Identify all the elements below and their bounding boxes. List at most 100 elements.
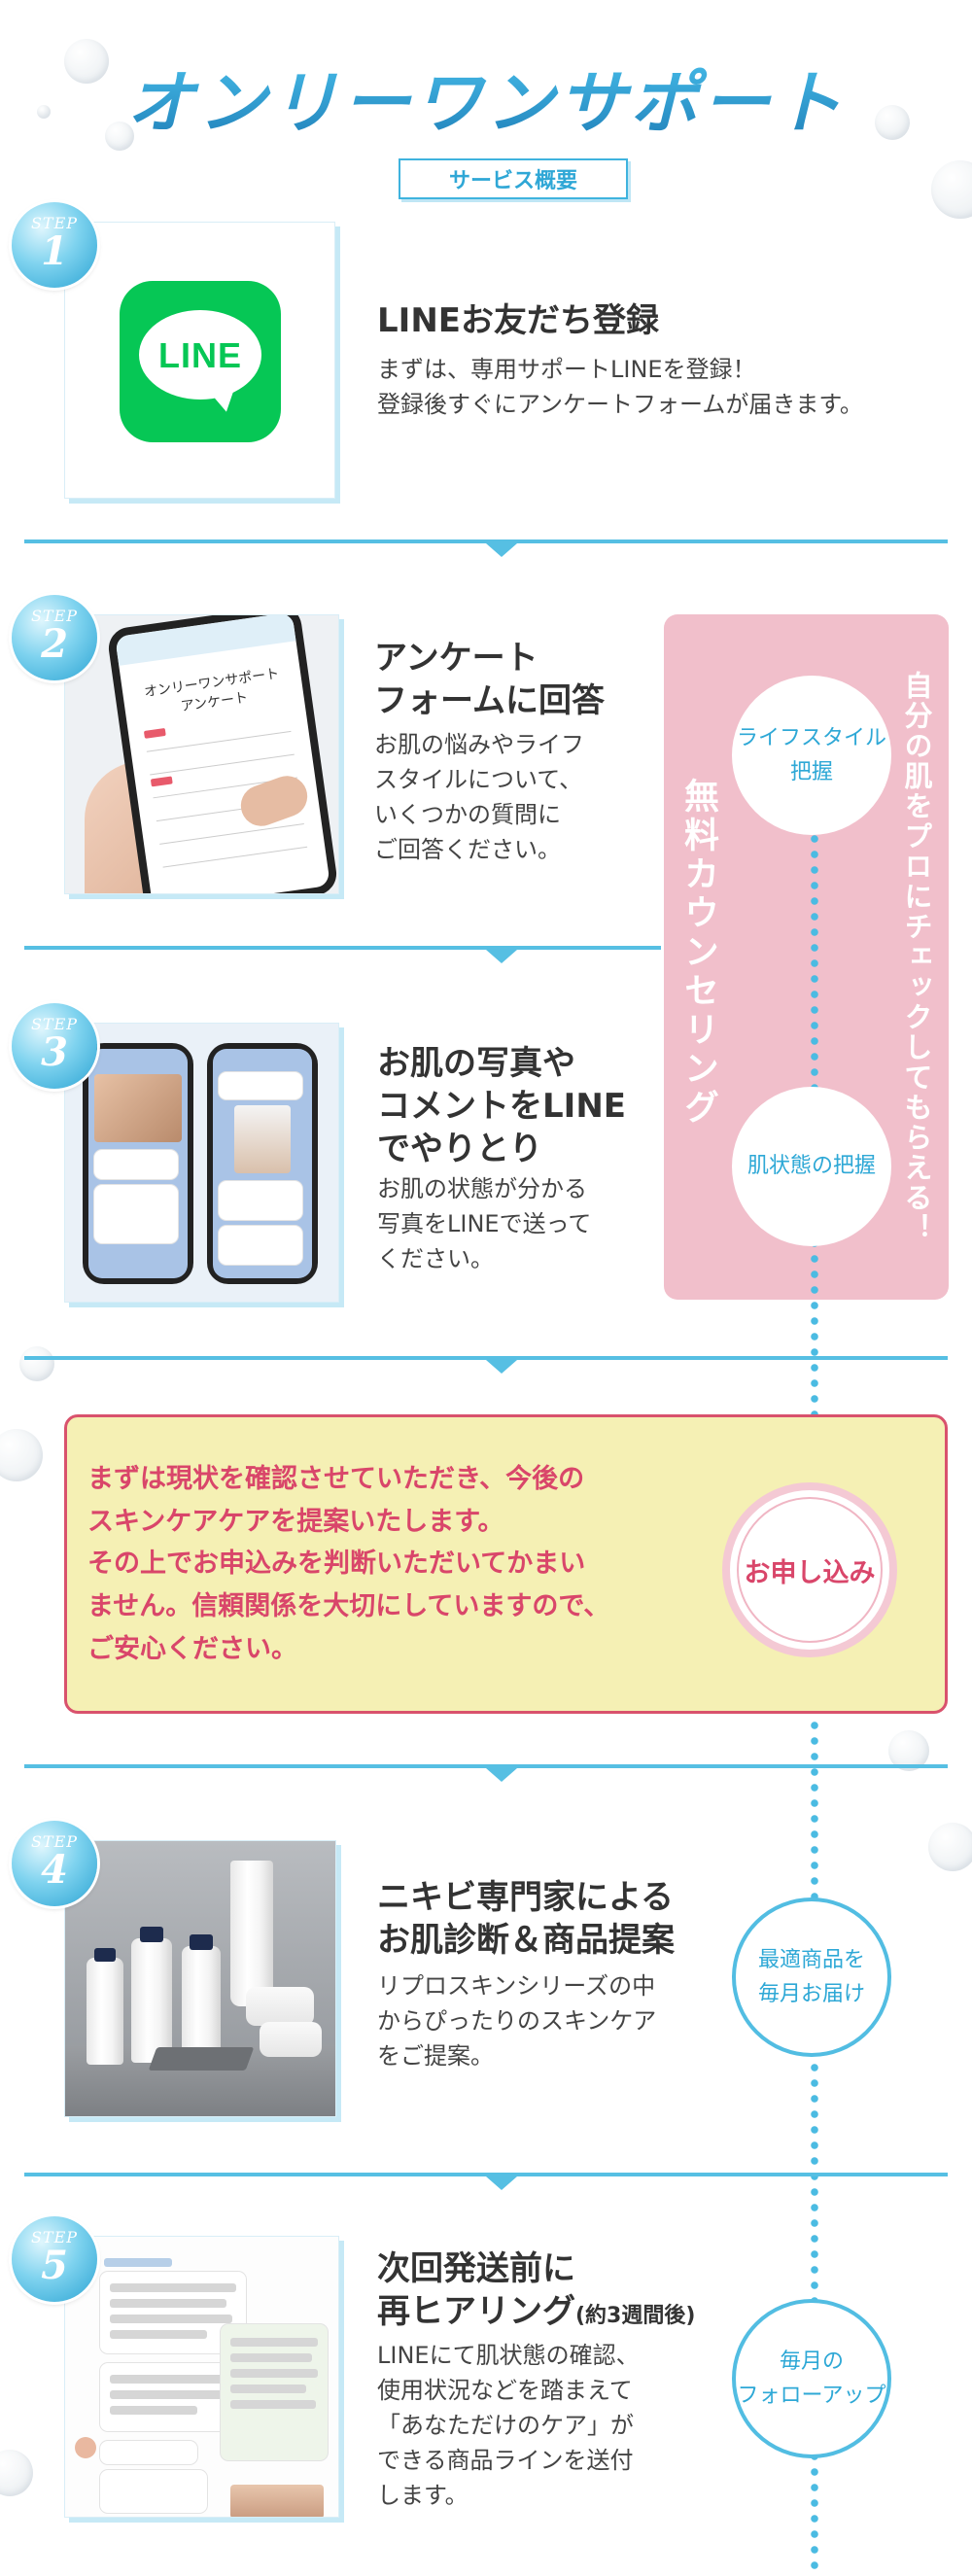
lifestyle-circle-line: ライフスタイル (736, 725, 886, 750)
water-drop-decoration (64, 39, 109, 84)
step3-description: お肌の状態が分かる 写真をLINEで送って ください。 (377, 1171, 591, 1276)
step4-badge: STEP 4 (12, 1821, 97, 1906)
step5-description: LINEにて肌状態の確認、 使用状況などを踏まえて 「あなただけのケア」が でき… (377, 2338, 640, 2513)
step2-desc-line: いくつかの質問に (374, 801, 561, 828)
section-divider (24, 2173, 948, 2190)
apply-label: お申し込み (744, 1557, 876, 1588)
product-jar (246, 1987, 314, 2026)
step5-desc-line: できる商品ラインを送付 (377, 2447, 634, 2474)
step2-desc-line: ご回答ください。 (374, 836, 561, 863)
follow-circle-line: 毎月の (779, 2349, 844, 2374)
step4-description: リプロスキンシリーズの中 からぴったりのスキンケア をご提案。 (377, 1968, 656, 2073)
step5-title-line: 再ヒアリング (377, 2292, 575, 2332)
step5-desc-line: LINEにて肌状態の確認、 (377, 2342, 640, 2369)
step-number: 3 (41, 1029, 68, 1075)
notice-line: ご安心ください。 (87, 1633, 297, 1664)
water-drop-decoration (37, 105, 51, 119)
water-drop-decoration (0, 1429, 43, 1481)
step4-image-card (64, 1840, 336, 2117)
notice-text: まずは現状を確認させていただき、今後の スキンケアケアを提案いたします。 その上… (87, 1458, 690, 1671)
step-label: STEP (30, 1015, 79, 1033)
product-bottle (131, 1938, 172, 2063)
section-divider (24, 1356, 948, 1374)
water-drop-decoration (0, 2450, 33, 2496)
follow-circle-line: フォローアップ (737, 2384, 886, 2408)
step2-title: アンケート フォームに回答 (374, 637, 605, 722)
step4-desc-line: をご提案。 (377, 2042, 494, 2070)
step3-title-line: コメントをLINE (377, 1087, 626, 1127)
step5-desc-line: します。 (377, 2482, 469, 2509)
step-number: 4 (41, 1847, 68, 1893)
monthly-follow-up-circle: 毎月の フォローアップ (732, 2299, 891, 2458)
step5-title: 次回発送前に 再ヒアリング(約3週間後) (377, 2247, 695, 2333)
step3-desc-line: 写真をLINEで送って (377, 1210, 592, 1237)
step3-desc-line: お肌の状態が分かる (377, 1175, 587, 1202)
step3-desc-line: ください。 (377, 1245, 494, 1272)
notice-line: ません。信頼関係を大切にしていますので、 (87, 1591, 610, 1622)
step2-image-card: オンリーワンサポート アンケート (64, 614, 339, 894)
product-jar (260, 2022, 322, 2057)
line-logo-text: LINE (157, 335, 242, 375)
step1-description: まずは、専用サポートLINEを登録！ 登録後すぐにアンケートフォームが届きます。 (377, 352, 863, 422)
step5-title-note: (約3週間後) (575, 2304, 696, 2329)
step3-badge: STEP 3 (12, 1003, 97, 1089)
step3-image-card (64, 1023, 339, 1303)
step1-title-line: LINEお友だち登録 (377, 301, 659, 340)
step1-title: LINEお友だち登録 (377, 299, 659, 342)
notice-line: まずは現状を確認させていただき、今後の (87, 1464, 585, 1494)
water-drop-decoration (19, 1346, 54, 1381)
apply-circle: お申し込み (722, 1482, 897, 1657)
survey-form-heading: オンリーワンサポート アンケート (143, 666, 281, 714)
step4-desc-line: からぴったりのスキンケア (377, 2007, 657, 2035)
step1-desc-line: まずは、専用サポートLINEを登録！ (377, 356, 756, 383)
step-number: 2 (41, 621, 68, 667)
product-bottle (182, 1946, 221, 2063)
step5-desc-line: 使用状況などを踏まえて (377, 2377, 633, 2404)
step5-badge: STEP 5 (12, 2216, 97, 2302)
step3-title-line: でやりとり (377, 1130, 542, 1169)
water-drop-decoration (875, 105, 910, 140)
skin-check-circle: 肌状態の把握 (732, 1087, 891, 1246)
step2-title-line: アンケート (374, 639, 538, 678)
step3-title: お肌の写真や コメントをLINE でやりとり (377, 1042, 626, 1171)
notice-line: その上でお申込みを判断いただいてかまい (87, 1549, 586, 1580)
line-logo-icon: LINE (120, 281, 281, 442)
step-label: STEP (30, 1832, 79, 1851)
phone-mockup: オンリーワンサポート アンケート (106, 615, 338, 893)
step2-desc-line: スタイルについて、 (374, 766, 583, 793)
monthly-delivery-circle: 最適商品を 毎月お届け (732, 1897, 891, 2057)
step-label: STEP (30, 607, 79, 625)
free-counseling-vertical-label: 無料カウンセリング (678, 778, 718, 1128)
skin-circle-text: 肌状態の把握 (746, 1154, 876, 1179)
service-overview-badge: サービス概要 (399, 158, 628, 199)
water-drop-decoration (105, 122, 134, 151)
section-divider (24, 946, 661, 963)
step-label: STEP (30, 2228, 79, 2246)
step1-image-card: LINE (64, 222, 335, 499)
delivery-circle-line: 最適商品を (757, 1947, 865, 1972)
step1-desc-line: 登録後すぐにアンケートフォームが届きます。 (377, 391, 863, 418)
product-tube (230, 1861, 273, 2006)
step4-title-line: ニキビ専門家による (377, 1878, 674, 1917)
step5-image-card (64, 2236, 339, 2518)
step2-badge: STEP 2 (12, 595, 97, 680)
water-drop-decoration (928, 1823, 972, 1871)
step4-desc-line: リプロスキンシリーズの中 (377, 1972, 656, 2000)
step2-desc-line: お肌の悩みやライフ (374, 731, 584, 758)
delivery-circle-line: 毎月お届け (757, 1982, 865, 2006)
step-number: 5 (41, 2243, 68, 2288)
lifestyle-check-circle: ライフスタイル 把握 (732, 676, 891, 835)
water-drop-decoration (931, 160, 972, 219)
step5-desc-line: 「あなただけのケア」が (377, 2412, 634, 2439)
notice-line: スキンケアケアを提案いたします。 (87, 1506, 504, 1537)
lifestyle-circle-line: 把握 (789, 760, 833, 784)
step2-description: お肌の悩みやライフ スタイルについて、 いくつかの質問に ご回答ください。 (374, 727, 584, 867)
step4-title-line: お肌診断＆商品提案 (377, 1921, 675, 1961)
step3-title-line: お肌の写真や (377, 1044, 575, 1083)
pro-check-vertical-text: 自分の肌をプロにチェックしてもらえる！ (900, 671, 933, 1243)
page-title: オンリーワンサポート (0, 49, 972, 147)
step5-title-line: 次回発送前に (377, 2249, 575, 2288)
phone-mockup-left (83, 1043, 193, 1284)
step-label: STEP (30, 214, 79, 232)
section-divider (24, 540, 948, 557)
